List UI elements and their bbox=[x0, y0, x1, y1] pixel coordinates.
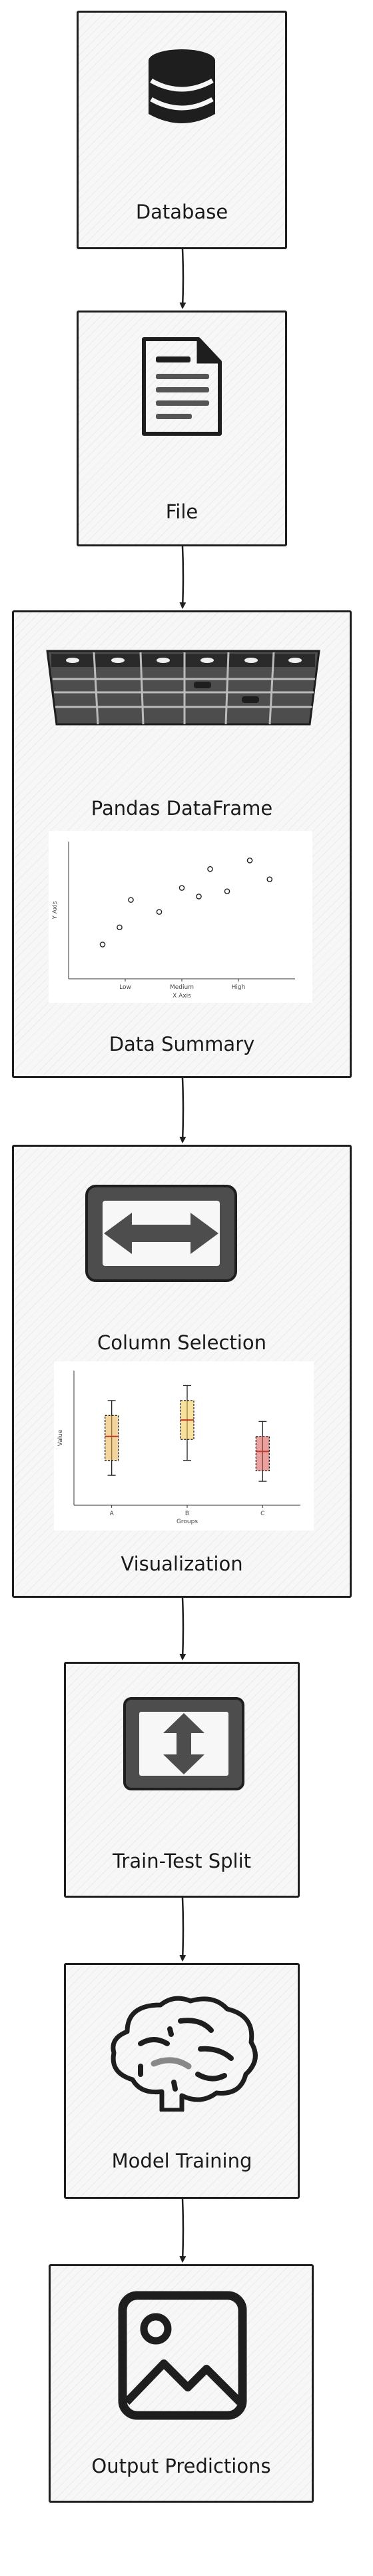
database-label: Database bbox=[135, 201, 228, 223]
box-x-tick-label: B bbox=[185, 1511, 189, 1517]
scatter-y-axis-label: Y Axis bbox=[52, 901, 59, 920]
scatter-chart: Low Medium High X Axis Y Axis bbox=[49, 831, 312, 1003]
scatter-point bbox=[246, 858, 253, 864]
scatter-point bbox=[128, 897, 134, 903]
scatter-point bbox=[196, 894, 202, 900]
database-icon bbox=[149, 49, 215, 123]
database-node: Database bbox=[77, 11, 287, 249]
training-label: Model Training bbox=[111, 2150, 252, 2172]
predictions-node: Output Predictions bbox=[49, 2264, 314, 2503]
scatter-point bbox=[156, 909, 163, 915]
scatter-x-tick-label: Medium bbox=[170, 984, 194, 991]
visualization-node: Column Selection A B C Groups Value Visual… bbox=[12, 1145, 352, 1598]
vertical-arrows-icon bbox=[123, 1697, 244, 1790]
visualization-label: Visualization bbox=[121, 1553, 243, 1575]
box-plot-chart: A B C Groups Value bbox=[54, 1361, 314, 1531]
scatter-point bbox=[99, 942, 106, 948]
data-summary-node: Pandas DataFrame Low Medium High X Axis Y … bbox=[12, 610, 352, 1078]
split-label: Train-Test Split bbox=[112, 1850, 251, 1872]
table-icon bbox=[46, 650, 320, 726]
scatter-point bbox=[266, 876, 273, 882]
scatter-x-tick-label: High bbox=[232, 984, 246, 991]
split-node: Train-Test Split bbox=[64, 1662, 300, 1898]
scatter-point bbox=[117, 924, 123, 931]
brain-icon bbox=[111, 1996, 258, 2112]
box-body bbox=[105, 1415, 119, 1461]
horizontal-arrows-icon bbox=[85, 1185, 237, 1282]
scatter-point bbox=[224, 888, 230, 894]
scatter-point bbox=[179, 885, 185, 891]
dataframe-label: Pandas DataFrame bbox=[91, 797, 273, 820]
scatter-x-tick-label: Low bbox=[119, 984, 131, 991]
column-selection-label: Column Selection bbox=[97, 1331, 266, 1354]
image-icon bbox=[118, 2291, 247, 2420]
scatter-point bbox=[207, 866, 213, 872]
file-node: File bbox=[77, 311, 287, 546]
scatter-x-axis-label: X Axis bbox=[173, 993, 191, 999]
training-node: Model Training bbox=[64, 1963, 300, 2199]
data-summary-label: Data Summary bbox=[109, 1033, 255, 1055]
document-icon bbox=[142, 337, 222, 436]
box-x-tick-label: C bbox=[260, 1511, 264, 1517]
predictions-label: Output Predictions bbox=[91, 2455, 271, 2477]
box-y-axis-label: Value bbox=[57, 1429, 64, 1446]
box-body bbox=[255, 1436, 270, 1472]
file-label: File bbox=[165, 500, 198, 523]
box-x-axis-label: Groups bbox=[177, 1519, 198, 1525]
box-x-tick-label: A bbox=[110, 1511, 115, 1517]
